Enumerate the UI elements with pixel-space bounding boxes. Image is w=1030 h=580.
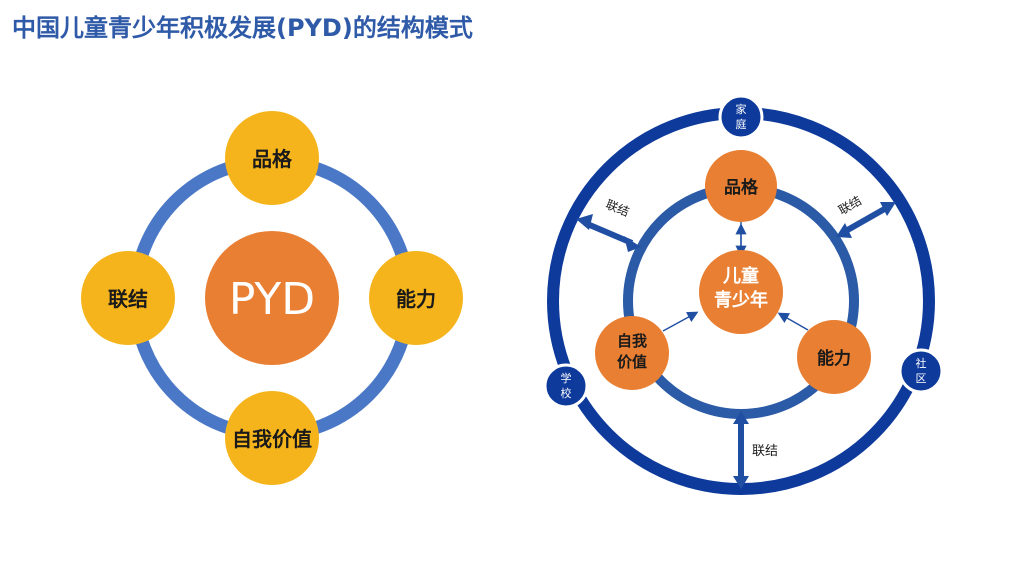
badge-school-line1: 学: [561, 371, 572, 385]
page-title: 中国儿童青少年积极发展(PYD)的结构模式: [12, 14, 473, 42]
connector-bottom-label: 联结: [752, 444, 778, 459]
right-node-top-label: 品格: [724, 177, 759, 198]
right-node-right-label: 能力: [817, 348, 851, 369]
arrow-left-to-center: [662, 311, 699, 332]
connector-upper-right-label: 联结: [836, 193, 864, 217]
left-node-bottom-label: 自我价值: [232, 427, 312, 451]
left-center-node: [205, 231, 339, 365]
connector-bottom: 联结: [733, 411, 778, 489]
badge-family-line2: 庭: [736, 117, 747, 131]
arrow-right-to-center: [777, 312, 809, 331]
right-node-left-label-line1: 自我: [617, 332, 647, 350]
left-center-label: PYD: [229, 274, 315, 325]
left-node-bottom: [225, 391, 319, 485]
right-node-left-label-line2: 价值: [617, 353, 647, 371]
badge-school: 学 校: [543, 363, 589, 409]
right-node-top: [705, 150, 777, 222]
right-pyd-diagram: 联结 联结 联结 儿童 青少年 品格 能力: [543, 94, 944, 495]
left-pyd-diagram: PYD 品格 能力 自我价值 联结: [81, 111, 463, 485]
left-node-top: [225, 111, 319, 205]
badge-family-line1: 家: [736, 102, 747, 116]
connector-upper-left-label: 联结: [604, 197, 632, 219]
right-node-left: [595, 316, 669, 390]
badge-family: 家 庭: [718, 94, 764, 140]
left-node-right: [369, 251, 463, 345]
right-node-right: [797, 320, 871, 394]
left-node-left: [81, 251, 175, 345]
badge-school-line2: 校: [561, 386, 572, 400]
right-center-label-line1: 儿童: [722, 265, 759, 287]
right-center-label-line2: 青少年: [714, 289, 768, 311]
left-node-top-label: 品格: [252, 147, 293, 171]
left-node-right-label: 能力: [396, 287, 436, 311]
badge-community-line2: 区: [916, 372, 927, 385]
right-center-node: [699, 250, 783, 334]
left-node-left-label: 联结: [108, 287, 148, 311]
connector-upper-right: 联结: [836, 193, 896, 238]
badge-community-line1: 社: [916, 356, 927, 370]
badge-community: 社 区: [898, 348, 944, 394]
